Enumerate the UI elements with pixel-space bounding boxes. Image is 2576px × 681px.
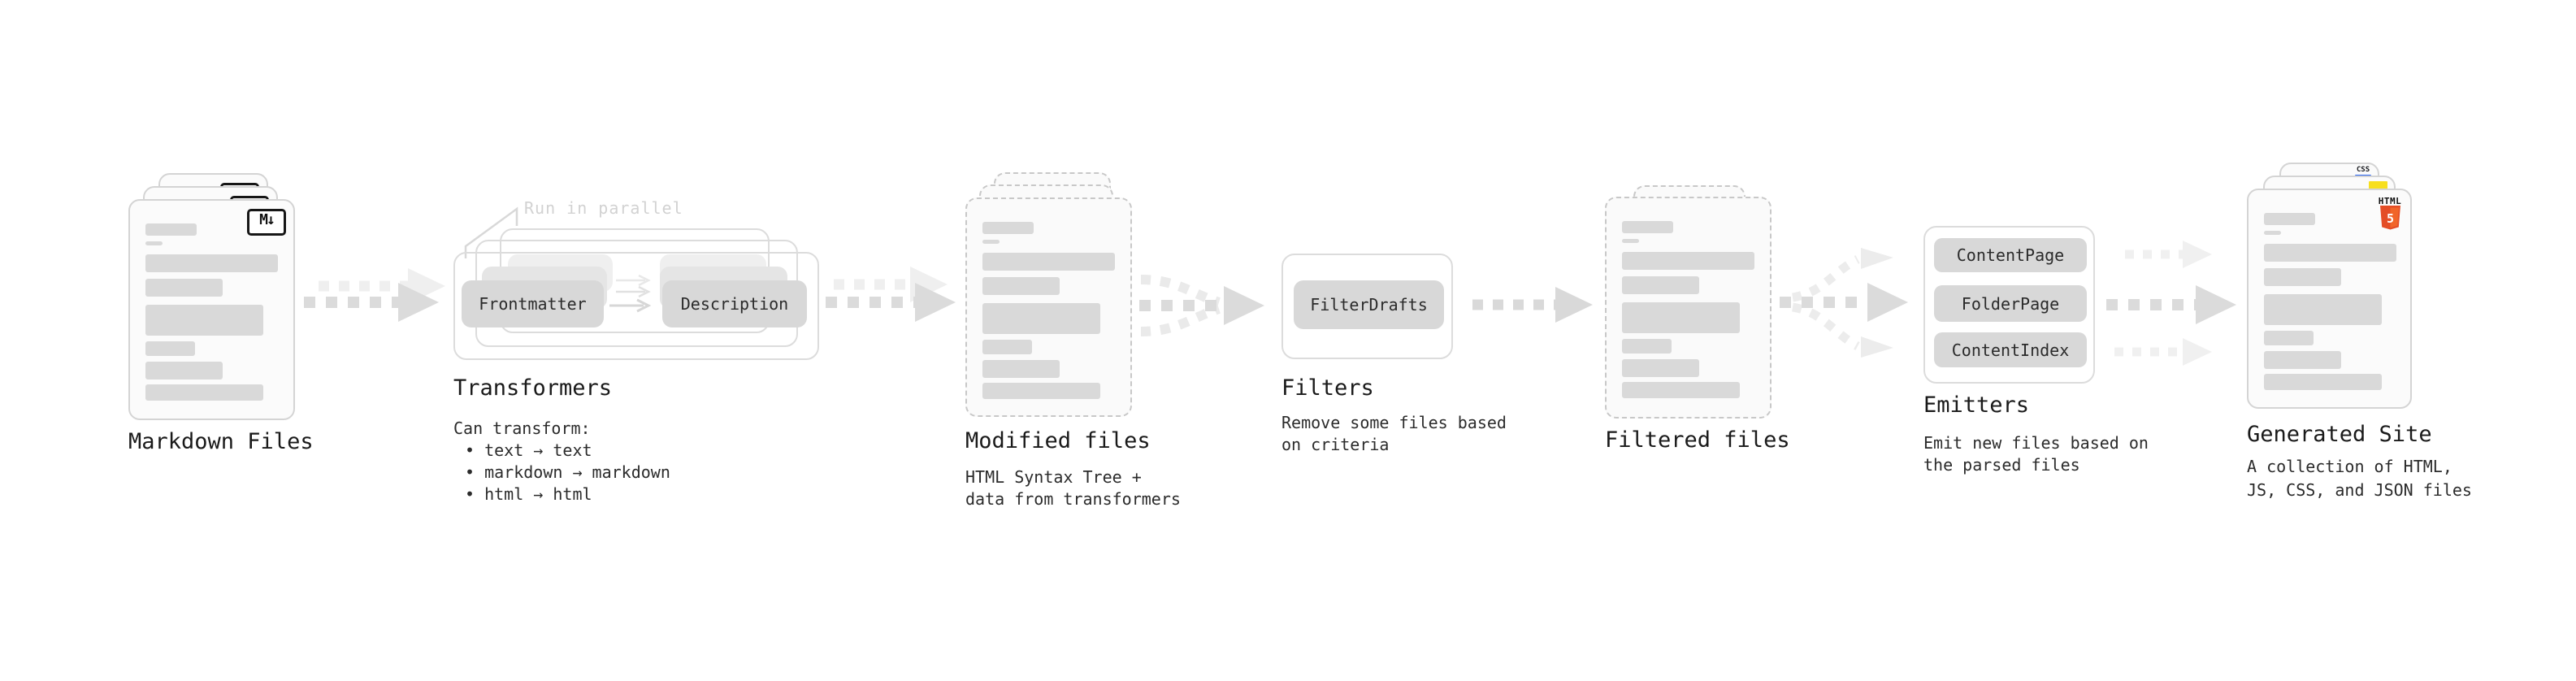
arrow-emitters-to-generated (2106, 241, 2236, 366)
html5-icon: HTML 5 (2378, 197, 2402, 233)
generated-file-card-front: HTML 5 (2247, 189, 2412, 409)
stage-description-emitters: Emit new files based on the parsed files (1923, 432, 2149, 476)
stage-title-generated-site: Generated Site (2247, 422, 2432, 447)
filtered-file-card-front (1605, 197, 1772, 419)
description-line: • markdown → markdown (465, 462, 670, 482)
document-skeleton-lines (145, 223, 285, 410)
markdown-icon: M↓ (247, 209, 286, 236)
description-line: JS, CSS, and JSON files (2247, 480, 2472, 500)
node-contentpage: ContentPage (1934, 238, 2087, 272)
javascript-icon (2369, 181, 2387, 189)
modified-file-card-front (965, 197, 1132, 417)
stage-title-emitters: Emitters (1923, 393, 2030, 418)
description-line: on criteria (1281, 435, 1390, 454)
description-line: Remove some files based (1281, 413, 1507, 432)
description-line: Can transform: (453, 419, 591, 438)
stage-title-filters: Filters (1281, 375, 1374, 401)
run-in-parallel-callout: Run in parallel (524, 198, 683, 218)
document-skeleton-lines (982, 222, 1122, 407)
node-filterdrafts: FilterDrafts (1294, 280, 1444, 329)
stage-description-filters: Remove some files based on criteria (1281, 412, 1507, 456)
stage-title-transformers: Transformers (453, 375, 613, 401)
markdown-file-card-front: M↓ (128, 199, 295, 420)
description-line: A collection of HTML, (2247, 457, 2452, 476)
arrow-filtered-to-emitters (1780, 248, 1908, 358)
html5-shield: 5 (2379, 206, 2400, 230)
stage-title-markdown-files: Markdown Files (128, 429, 314, 454)
arrow-transformers-to-modified (826, 267, 956, 322)
stage-description-transformers: Can transform: • text → text • markdown … (453, 418, 670, 505)
description-line: data from transformers (965, 489, 1181, 509)
description-line: Emit new files based on (1923, 433, 2149, 453)
stage-title-filtered-files: Filtered files (1605, 427, 1790, 453)
stage-description-modified-files: HTML Syntax Tree + data from transformer… (965, 466, 1181, 510)
document-skeleton-lines (1622, 221, 1762, 409)
arrow-markdown-to-transformers (304, 268, 445, 322)
description-line: HTML Syntax Tree + (965, 467, 1142, 487)
description-line: • text → text (465, 440, 592, 460)
node-folderpage: FolderPage (1934, 285, 2087, 322)
svg-text:5: 5 (2386, 211, 2393, 226)
transformer-parallel-arrows (609, 274, 652, 313)
description-line: • html → html (465, 484, 592, 504)
arrow-filters-to-filtered (1472, 287, 1593, 323)
transformer-layer-box-front (453, 252, 819, 360)
arrow-modified-to-filters (1139, 275, 1264, 336)
node-description: Description (662, 280, 807, 327)
description-line: the parsed files (1923, 455, 2080, 475)
stage-description-generated-site: A collection of HTML, JS, CSS, and JSON … (2247, 455, 2472, 502)
document-skeleton-lines (2264, 213, 2402, 399)
stage-title-modified-files: Modified files (965, 428, 1151, 453)
node-frontmatter: Frontmatter (462, 280, 604, 327)
node-contentindex: ContentIndex (1934, 332, 2087, 367)
